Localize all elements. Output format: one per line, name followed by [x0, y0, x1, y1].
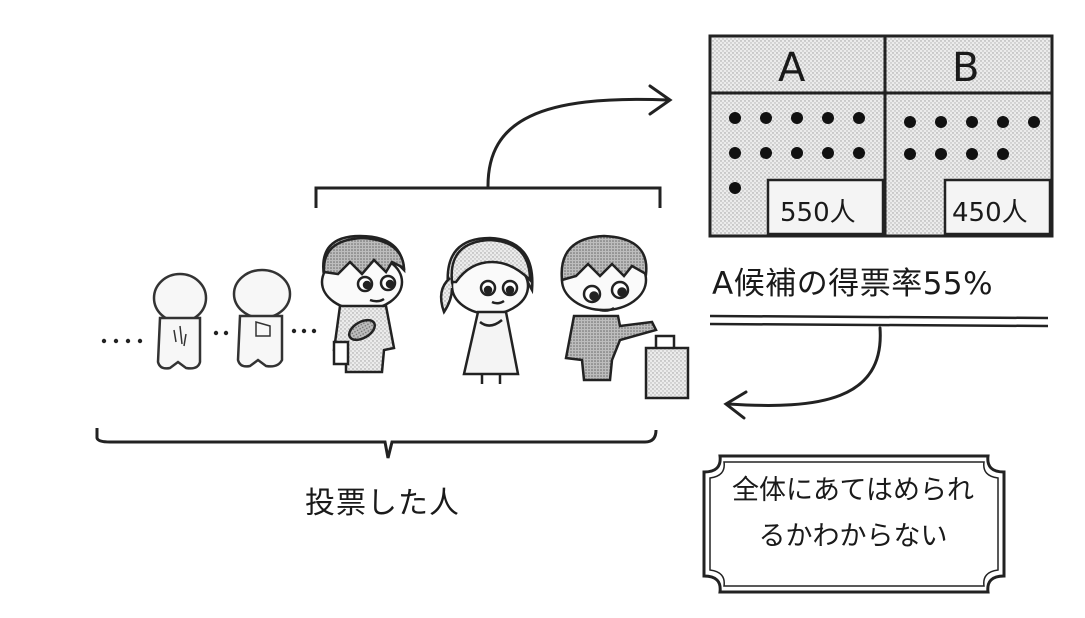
unsampled-person-2: [232, 268, 292, 368]
vote-dot: [729, 182, 741, 194]
vote-dots-b: [904, 116, 1040, 160]
vote-dot: [935, 148, 947, 160]
candidate-b-header: B: [952, 45, 980, 91]
vote-dot: [1028, 116, 1040, 128]
vote-dot: [904, 148, 916, 160]
ellipsis-dots: [101, 328, 317, 344]
conclusion-line-2: るかわからない: [758, 521, 948, 552]
count-box-b: [943, 178, 1052, 236]
conclusion-line-1: 全体にあてはめられ: [732, 475, 974, 506]
vote-share-label: A候補の得票率55%: [712, 266, 994, 302]
candidate-a-count: 550人: [780, 198, 856, 228]
vote-dot: [760, 147, 772, 159]
vote-dot: [966, 148, 978, 160]
ballot-result-box: [708, 34, 1054, 238]
vote-dot: [997, 148, 1009, 160]
sampled-voter-boy-1: [320, 234, 406, 374]
vote-dot: [853, 147, 865, 159]
arrow-back: [723, 326, 882, 420]
conclusion-text: 全体にあてはめられ るかわからない: [708, 468, 998, 560]
vote-dot: [997, 116, 1009, 128]
vote-dot: [760, 112, 772, 124]
vote-dot: [966, 116, 978, 128]
conclusion-bubble: [702, 454, 1006, 594]
vote-dot: [791, 147, 803, 159]
voters-caption: 投票した人: [305, 486, 460, 521]
vote-dot: [729, 147, 741, 159]
result-underline: [709, 314, 1049, 328]
sample-bracket: [314, 186, 662, 208]
sampled-voter-girl: [439, 236, 534, 384]
candidate-b-count: 450人: [952, 198, 1028, 228]
vote-dot: [904, 116, 916, 128]
vote-dot: [729, 112, 741, 124]
vote-dots-a: [729, 112, 865, 194]
vote-dot: [791, 112, 803, 124]
vote-dot: [822, 147, 834, 159]
voters-bracket: [95, 428, 658, 459]
candidate-a-header: A: [778, 45, 806, 91]
unsampled-person-1: [152, 272, 208, 370]
sampled-voter-boy-2: [560, 234, 690, 400]
arrow-to-result: [486, 84, 673, 188]
count-box-a: [766, 178, 885, 236]
vote-dot: [822, 112, 834, 124]
vote-dot: [935, 116, 947, 128]
vote-dot: [853, 112, 865, 124]
